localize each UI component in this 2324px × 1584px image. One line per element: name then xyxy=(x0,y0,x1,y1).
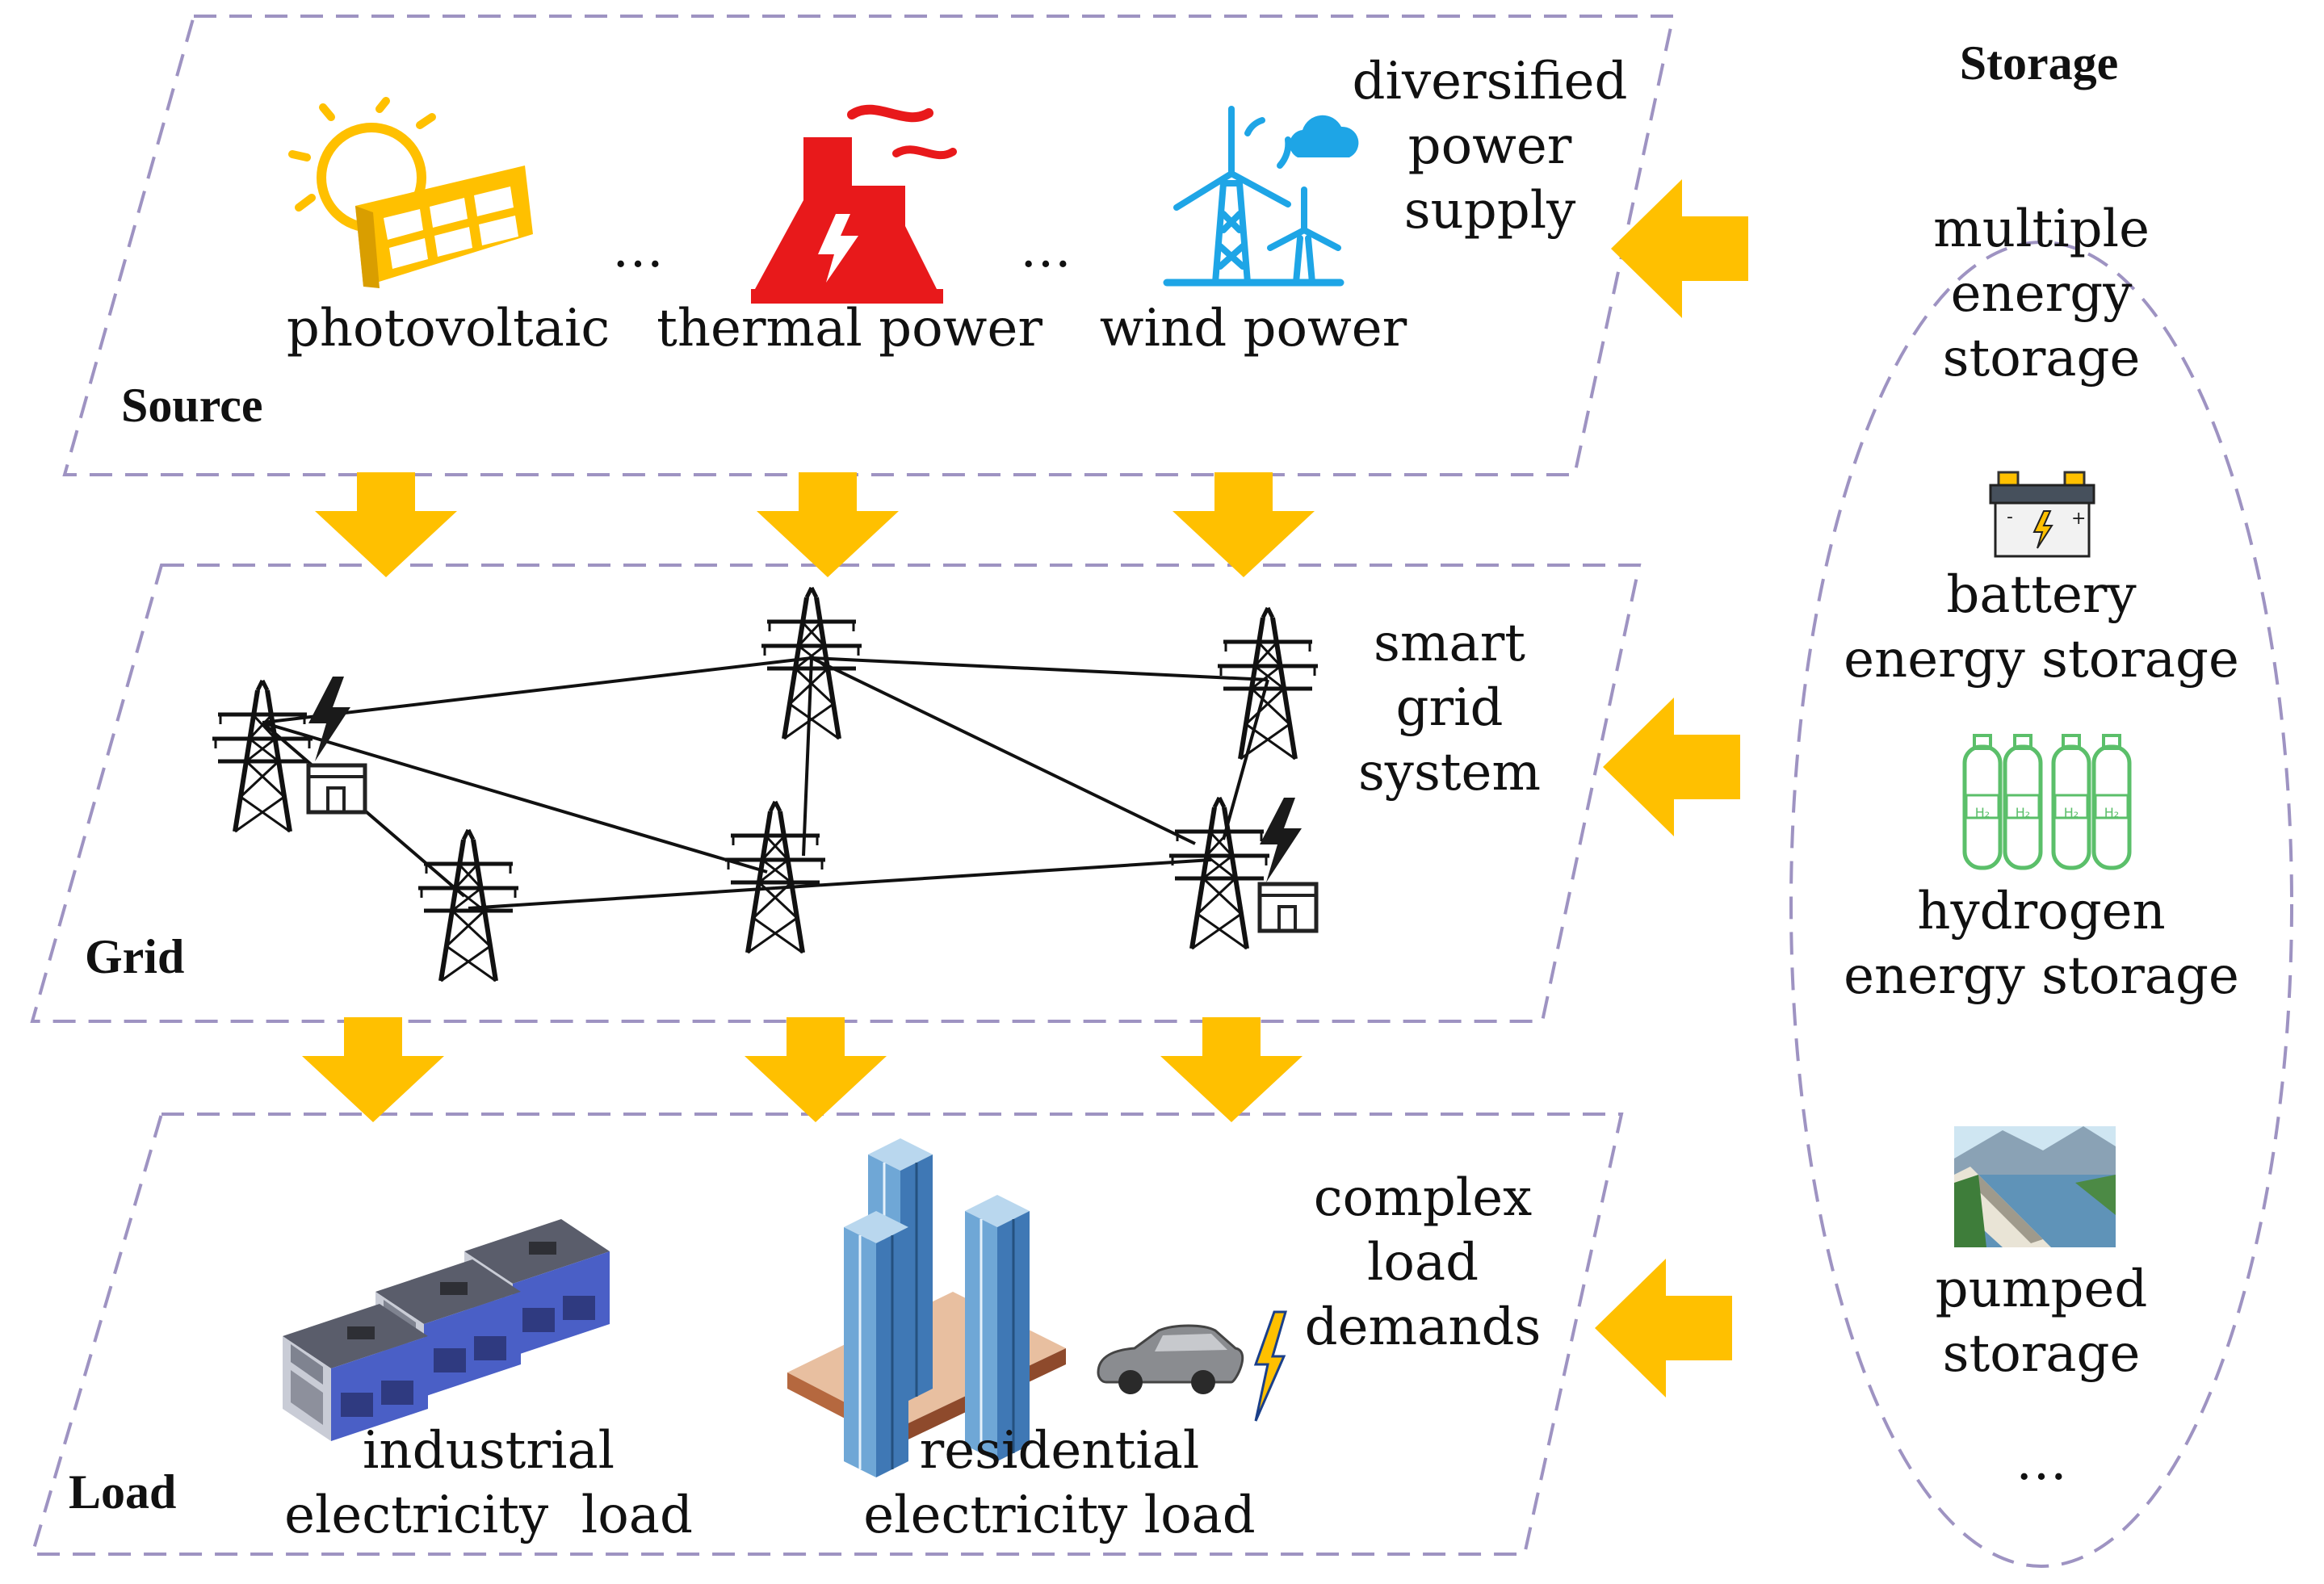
industrial-load-line-2: electricity load xyxy=(284,1486,693,1545)
load-layer-panel xyxy=(30,1113,1624,1556)
storage-layer-panel xyxy=(1789,241,2293,1568)
grid-to-load-arrow-2 xyxy=(745,1017,887,1122)
load-desc-line-2: load xyxy=(1367,1233,1479,1293)
hydrogen-tag-3: H₂ xyxy=(2064,805,2079,820)
storage-intro-line-1: multiple xyxy=(1933,199,2150,259)
residential-load-line-1: residential xyxy=(920,1421,1200,1481)
grid-desc-line-1: smart xyxy=(1374,614,1525,673)
source-ellipsis-1: … xyxy=(612,220,664,279)
grid-to-load-arrow-3 xyxy=(1160,1017,1303,1122)
hydrogen-storage-line-2: energy storage xyxy=(1844,946,2239,1006)
residential-load-line-2: electricity load xyxy=(863,1486,1256,1545)
source-layer-title: Source xyxy=(121,379,263,432)
hydrogen-storage-line-1: hydrogen xyxy=(1917,882,2166,941)
storage-intro-line-2: energy xyxy=(1951,264,2133,324)
grid-layer-title: Grid xyxy=(85,930,184,983)
industrial-buildings-icon xyxy=(283,1219,610,1441)
svg-text:+: + xyxy=(2071,509,2086,529)
photovoltaic-label: photovoltaic xyxy=(287,299,610,358)
pumped-storage-line-2: storage xyxy=(1943,1324,2141,1384)
grid-desc-line-3: system xyxy=(1358,743,1541,802)
svg-text:-: - xyxy=(2007,507,2013,527)
source-description: diversified power supply xyxy=(1353,52,1628,241)
load-desc-line-3: demands xyxy=(1305,1297,1542,1357)
substation-icon xyxy=(308,765,365,812)
storage-ellipsis: … xyxy=(2016,1432,2067,1492)
solar-panel-icon xyxy=(288,97,533,288)
pumped-hydro-dam-icon xyxy=(1954,1126,2116,1247)
source-to-grid-arrow-3 xyxy=(1172,472,1315,577)
lightning-bolt-icon xyxy=(308,677,350,761)
load-layer-title: Load xyxy=(69,1465,176,1519)
wind-turbine-icon xyxy=(1163,106,1359,287)
hydrogen-tanks-icon: H₂ H₂ H₂ H₂ xyxy=(1965,735,2129,868)
hydrogen-tag-4: H₂ xyxy=(2104,805,2119,820)
storage-intro: multiple energy storage xyxy=(1933,199,2150,388)
hydrogen-tag-2: H₂ xyxy=(2016,805,2030,820)
power-plant-icon xyxy=(751,104,957,304)
storage-to-grid-arrow xyxy=(1603,698,1740,836)
storage-to-source-arrow xyxy=(1611,179,1748,318)
electric-car-icon xyxy=(1097,1324,1244,1394)
battery-storage-line-2: energy storage xyxy=(1844,630,2239,689)
pumped-storage-line-1: pumped xyxy=(1936,1259,2148,1319)
wind-power-label: wind power xyxy=(1100,299,1407,358)
grid-description: smart grid system xyxy=(1358,614,1541,802)
grid-desc-line-2: grid xyxy=(1396,678,1504,738)
load-description: complex load demands xyxy=(1305,1168,1542,1357)
battery-storage-line-1: battery xyxy=(1946,565,2136,625)
source-desc-line-1: diversified xyxy=(1353,52,1628,111)
storage-intro-line-3: storage xyxy=(1943,329,2141,388)
source-desc-line-3: supply xyxy=(1404,181,1576,241)
substation-icon xyxy=(1260,884,1316,931)
source-desc-line-2: power xyxy=(1408,116,1572,176)
hydrogen-tag-1: H₂ xyxy=(1975,805,1990,820)
industrial-load-line-1: industrial xyxy=(363,1421,615,1481)
residential-buildings-icon xyxy=(787,1137,1066,1479)
charging-bolt-icon xyxy=(1253,1310,1287,1422)
source-to-grid-arrow-2 xyxy=(757,472,899,577)
storage-layer-title: Storage xyxy=(1960,36,2119,90)
source-ellipsis-2: … xyxy=(1020,220,1072,279)
transmission-tower-1 xyxy=(212,681,313,832)
lightning-bolt-icon xyxy=(1260,798,1302,882)
battery-icon: - + xyxy=(1989,471,2095,558)
grid-to-load-arrow-1 xyxy=(302,1017,444,1122)
transmission-tower-5 xyxy=(725,802,825,953)
transmission-lines xyxy=(261,656,1269,910)
load-desc-line-1: complex xyxy=(1314,1168,1532,1228)
thermal-power-label: thermal power xyxy=(657,299,1042,358)
storage-to-load-arrow xyxy=(1595,1259,1732,1398)
transmission-tower-6 xyxy=(1169,798,1269,949)
source-to-grid-arrow-1 xyxy=(315,472,457,577)
